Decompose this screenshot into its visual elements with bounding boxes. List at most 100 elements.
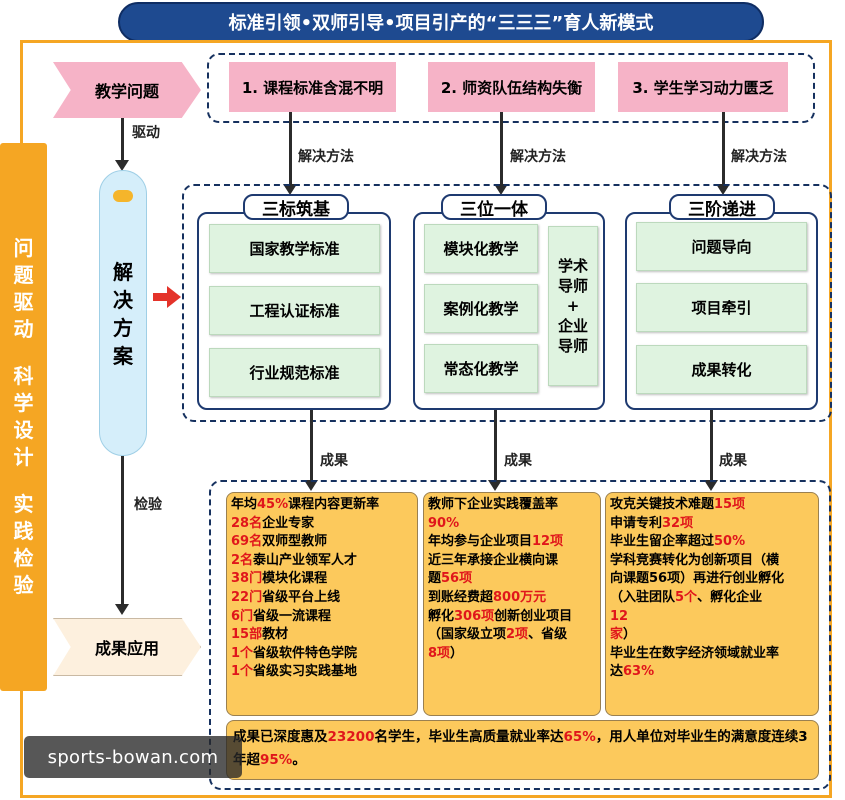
- highlight-value: 家: [610, 627, 624, 643]
- side-char: 践: [13, 519, 34, 543]
- summary-segment: 名学生，毕业生高质量就业率达: [374, 729, 564, 745]
- flow-line: [121, 456, 124, 608]
- result-text: 向课题56项）再进行创业孵化: [610, 571, 785, 587]
- standards-item: 工程认证标准: [209, 286, 380, 335]
- result-col2-line: 到账经费超800万元: [428, 589, 596, 608]
- achievement-label: 成果: [719, 453, 747, 469]
- check-label: 检验: [134, 497, 162, 513]
- watermark: sports-bowan.com: [24, 736, 242, 778]
- side-col3: 实 践 检 验: [14, 491, 34, 599]
- result-flag: 成果应用: [53, 618, 201, 676]
- highlight-value: 2名: [231, 552, 254, 568]
- result-col3-line: 攻克关键技术难题15项: [610, 496, 814, 515]
- results-summary: 成果已深度惠及23200名学生，毕业生高质量就业率达65%，用人单位对毕业生的满…: [226, 720, 819, 780]
- progressive-item: 成果转化: [636, 345, 807, 394]
- result-col2-line: 近三年承接企业横向课: [428, 552, 596, 571]
- solution-char: 解: [113, 260, 133, 284]
- side-char: 计: [13, 445, 34, 469]
- highlight-value: 1个: [231, 645, 254, 661]
- side-col1: 问 题 驱 动: [14, 235, 34, 343]
- result-text: 、孵化企业: [697, 589, 763, 605]
- method-label: 解决方法: [731, 149, 787, 165]
- flow-arrowhead: [115, 604, 129, 615]
- achievement-line: [710, 410, 713, 482]
- result-text: 申请专利: [610, 515, 663, 531]
- summary-segment: 。: [292, 752, 306, 768]
- result-text: 双师型教师: [262, 534, 328, 550]
- integration-item: 模块化教学: [424, 224, 538, 273]
- method-arrowhead: [283, 184, 297, 195]
- mentor-char: 术: [573, 257, 589, 275]
- result-col1-line: 1个省级软件特色学院: [231, 645, 413, 664]
- red-arrow-icon: [153, 286, 181, 308]
- achievement-arrowhead: [304, 480, 318, 491]
- achievement-label: 成果: [320, 453, 348, 469]
- integration-item: 常态化教学: [424, 344, 538, 393]
- method-label: 解决方法: [510, 149, 566, 165]
- flow-line: [121, 118, 124, 166]
- highlight-value: 22门: [231, 589, 263, 605]
- result-col1-line: 38门模块化课程: [231, 570, 413, 589]
- problem-3: 3. 学生学习动力匮乏: [618, 62, 788, 112]
- highlight-value: 12: [610, 608, 629, 624]
- method-line: [500, 112, 503, 186]
- method-arrowhead: [716, 184, 730, 195]
- result-col1-line: 69名双师型教师: [231, 533, 413, 552]
- dual-mentor-box: 学术 导师 + 企业 导师: [548, 226, 598, 386]
- highlight-value: 23200: [327, 729, 375, 745]
- group-standards-title: 三标筑基: [243, 194, 349, 220]
- result-col3-line: 达63%: [610, 663, 814, 682]
- result-text: 年均参与企业项目: [428, 534, 533, 550]
- side-char: 问: [13, 236, 34, 260]
- highlight-value: 45%: [257, 497, 289, 512]
- highlight-value: 12项: [532, 534, 564, 550]
- side-bar: 问 题 驱 动 科 学 设 计 实 践 检 验: [0, 143, 47, 691]
- mentor-char: +: [566, 297, 580, 315]
- solution-char: 方: [113, 316, 133, 340]
- summary-text: 成果已深度惠及23200名学生，毕业生高质量就业率达65%，用人单位对毕业生的满…: [233, 726, 812, 772]
- achievement-line: [494, 410, 497, 482]
- result-text: 年均: [231, 497, 258, 512]
- integration-item: 案例化教学: [424, 284, 538, 333]
- result-text: （入驻团队: [610, 589, 676, 605]
- side-char: 驱: [13, 290, 34, 314]
- mentor-char: 学: [557, 257, 573, 275]
- result-col1-line: 6门省级一流课程: [231, 608, 413, 627]
- solution-pill: [99, 170, 147, 456]
- highlight-value: 32项: [662, 515, 694, 531]
- problem-2: 2. 师资队伍结构失衡: [428, 62, 595, 112]
- flow-arrowhead: [115, 160, 129, 171]
- problem-1: 1. 课程标准含混不明: [229, 62, 396, 112]
- result-text: 、省级: [528, 627, 568, 643]
- achievement-arrowhead: [488, 480, 502, 491]
- result-text: 学科竞赛转化为创新项目（横: [610, 552, 780, 568]
- progressive-item: 项目牵引: [636, 283, 807, 332]
- highlight-value: 56项: [441, 571, 473, 587]
- result-col3-line: 12: [610, 608, 814, 627]
- highlight-value: 800万元: [493, 589, 547, 605]
- highlight-value: 65%: [563, 729, 596, 745]
- method-line: [722, 112, 725, 186]
- method-arrowhead: [494, 184, 508, 195]
- result-col3-line: 学科竞赛转化为创新项目（横: [610, 552, 814, 571]
- result-col3-line: 毕业生在数字经济领域就业率: [610, 645, 814, 664]
- result-text: 省级实习实践基地: [253, 664, 358, 680]
- result-col2-line: 年均参与企业项目12项: [428, 533, 596, 552]
- result-col1-line: 年均45%课程内容更新率: [231, 496, 413, 515]
- result-text: 课程内容更新率: [288, 497, 380, 512]
- group-integration-title: 三位一体: [441, 194, 547, 220]
- result-text: 泰山产业领军人才: [253, 552, 358, 568]
- achievement-arrowhead: [704, 480, 718, 491]
- side-char: 验: [13, 573, 34, 597]
- drive-label: 驱动: [132, 125, 160, 141]
- result-text: ）: [623, 627, 637, 643]
- side-char: 实: [13, 492, 34, 516]
- achievement-line: [310, 410, 313, 482]
- side-char: 检: [13, 546, 34, 570]
- result-col3-line: 毕业生留企率超过50%: [610, 533, 814, 552]
- pill-dot: [113, 190, 133, 202]
- mentor-char: 企: [557, 317, 573, 335]
- highlight-value: 28名: [231, 515, 263, 531]
- result-col2-line: 教师下企业实践覆盖率: [428, 496, 596, 515]
- result-col2-line: 孵化306项创新创业项目: [428, 608, 596, 627]
